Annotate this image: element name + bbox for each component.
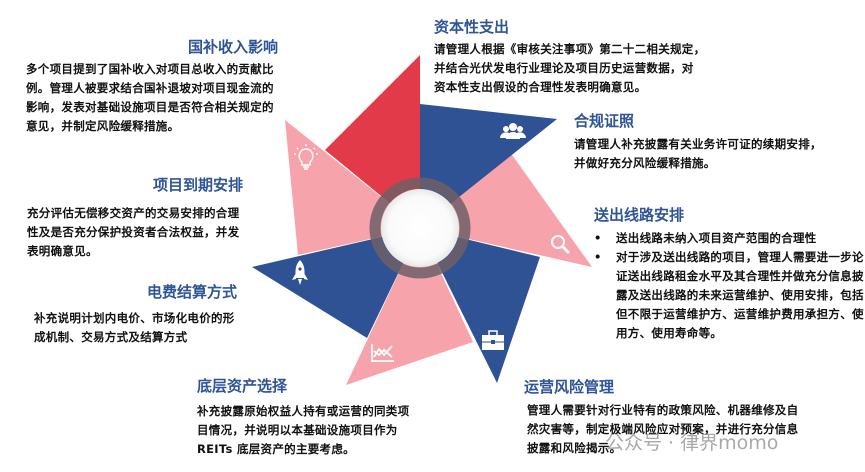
text-line: 多个项目提到了国补收入对项目总收入的贡献比 [26,62,274,76]
text-line: 资本性支出假设的合理性发表明确意见。 [434,80,647,94]
text-line: 例。管理人被要求结合国补退坡对项目现金流的 [26,81,274,95]
rocket-icon [292,260,308,285]
briefcase-icon [482,330,504,350]
bullet-item: 送出线路未纳入项目资产范围的合理性 [594,229,864,248]
people-icon [500,123,526,139]
text-line: 并结合光伏发电行业理论及项目历史运营数据，对 [434,61,694,75]
bullet-item: 对于涉及送出线路的项目，管理人需要进一步论 [594,248,864,267]
text-line: 意见，并制定风险缓释措施。 [26,119,180,133]
text-line: 表明确意见。 [27,244,98,258]
text-line: 成机制、交易方式及结算方式 [34,330,188,344]
text-line: 露及送出线路的未来运营维护、使用安排，包括 [616,288,864,302]
center-ring [369,177,471,279]
text-line: REITs 底层资产的主要考虑。 [197,442,355,456]
capex-body: 请管理人根据《审核关注事项》第二十二相关规定， 并结合光伏发电行业理论及项目历史… [434,40,705,97]
text-line: 充分评估无偿移交资产的交易安排的合理 [27,206,240,220]
text-line: 证送出线路租金水平及其合理性并做充分信息披 [616,269,864,283]
text-line: 影响，发表对基础设施项目是否符合相关规定的 [26,100,274,114]
tariff-body: 补充说明计划内电价、市场化电价的形 成机制、交易方式及结算方式 [34,309,235,347]
lightbulb-icon [294,144,318,170]
capex-title: 资本性支出 [434,18,510,36]
operation-title: 运营风险管理 [524,378,615,396]
asset-title: 底层资产选择 [197,377,288,395]
transmission-body: 送出线路未纳入项目资产范围的合理性 对于涉及送出线路的项目，管理人需要进一步论 … [594,229,864,343]
text-line: 补充披露原始权益人持有或运营的同类项 [197,404,410,418]
compliance-title: 合规证照 [574,112,635,130]
asset-body: 补充披露原始权益人持有或运营的同类项 目情况，并说明以本基础设施项目作为 REI… [197,402,409,459]
text-line: 请管理人根据《审核关注事项》第二十二相关规定， [434,42,706,56]
compliance-body: 请管理人补充披露有关业务许可证的续期安排， 并做好充分风险缓释措施。 [574,135,822,173]
chart-icon [371,344,394,362]
text-line: 但不限于运营维护方、运营维护费用承担方、使 [616,307,864,321]
blade-transmission [420,152,592,267]
watermark: 公众号 · 律界momo [605,432,779,454]
magnifier-icon [551,235,571,255]
text-line: 目情况，并说明以本基础设施项目作为 [197,423,398,437]
subsidy-body: 多个项目提到了国补收入对项目总收入的贡献比 例。管理人被要求结合国补退坡对项目现… [26,60,274,136]
expiry-title: 项目到期安排 [152,176,243,194]
subsidy-title: 国补收入影响 [187,38,278,56]
text-line: 披露和风险揭示。 [527,441,622,455]
transmission-title: 送出线路安排 [594,206,685,224]
expiry-body: 充分评估无偿移交资产的交易安排的合理 性及是否充分保护投资者合法权益，并发 表明… [27,204,239,261]
tariff-title: 电费结算方式 [146,283,237,301]
text-line: 用方、使用寿命等。 [616,326,723,340]
text-line: 请管理人补充披露有关业务许可证的续期安排， [574,137,822,151]
text-line: 并做好充分风险缓释措施。 [574,156,716,170]
center-circle [381,189,459,267]
text-line: 管理人需要针对行业特有的政策风险、机器维修及自 [527,403,799,417]
blade-asset [346,228,473,385]
text-line: 然灾害等，制定极端风险应对预案，并进行充分信息 [527,422,799,436]
text-line: 性及是否充分保护投资者合法权益，并发 [27,225,240,239]
operation-body: 管理人需要针对行业特有的政策风险、机器维修及自 然灾害等，制定极端风险应对预案，… [527,401,798,458]
text-line: 补充说明计划内电价、市场化电价的形 [34,311,235,325]
